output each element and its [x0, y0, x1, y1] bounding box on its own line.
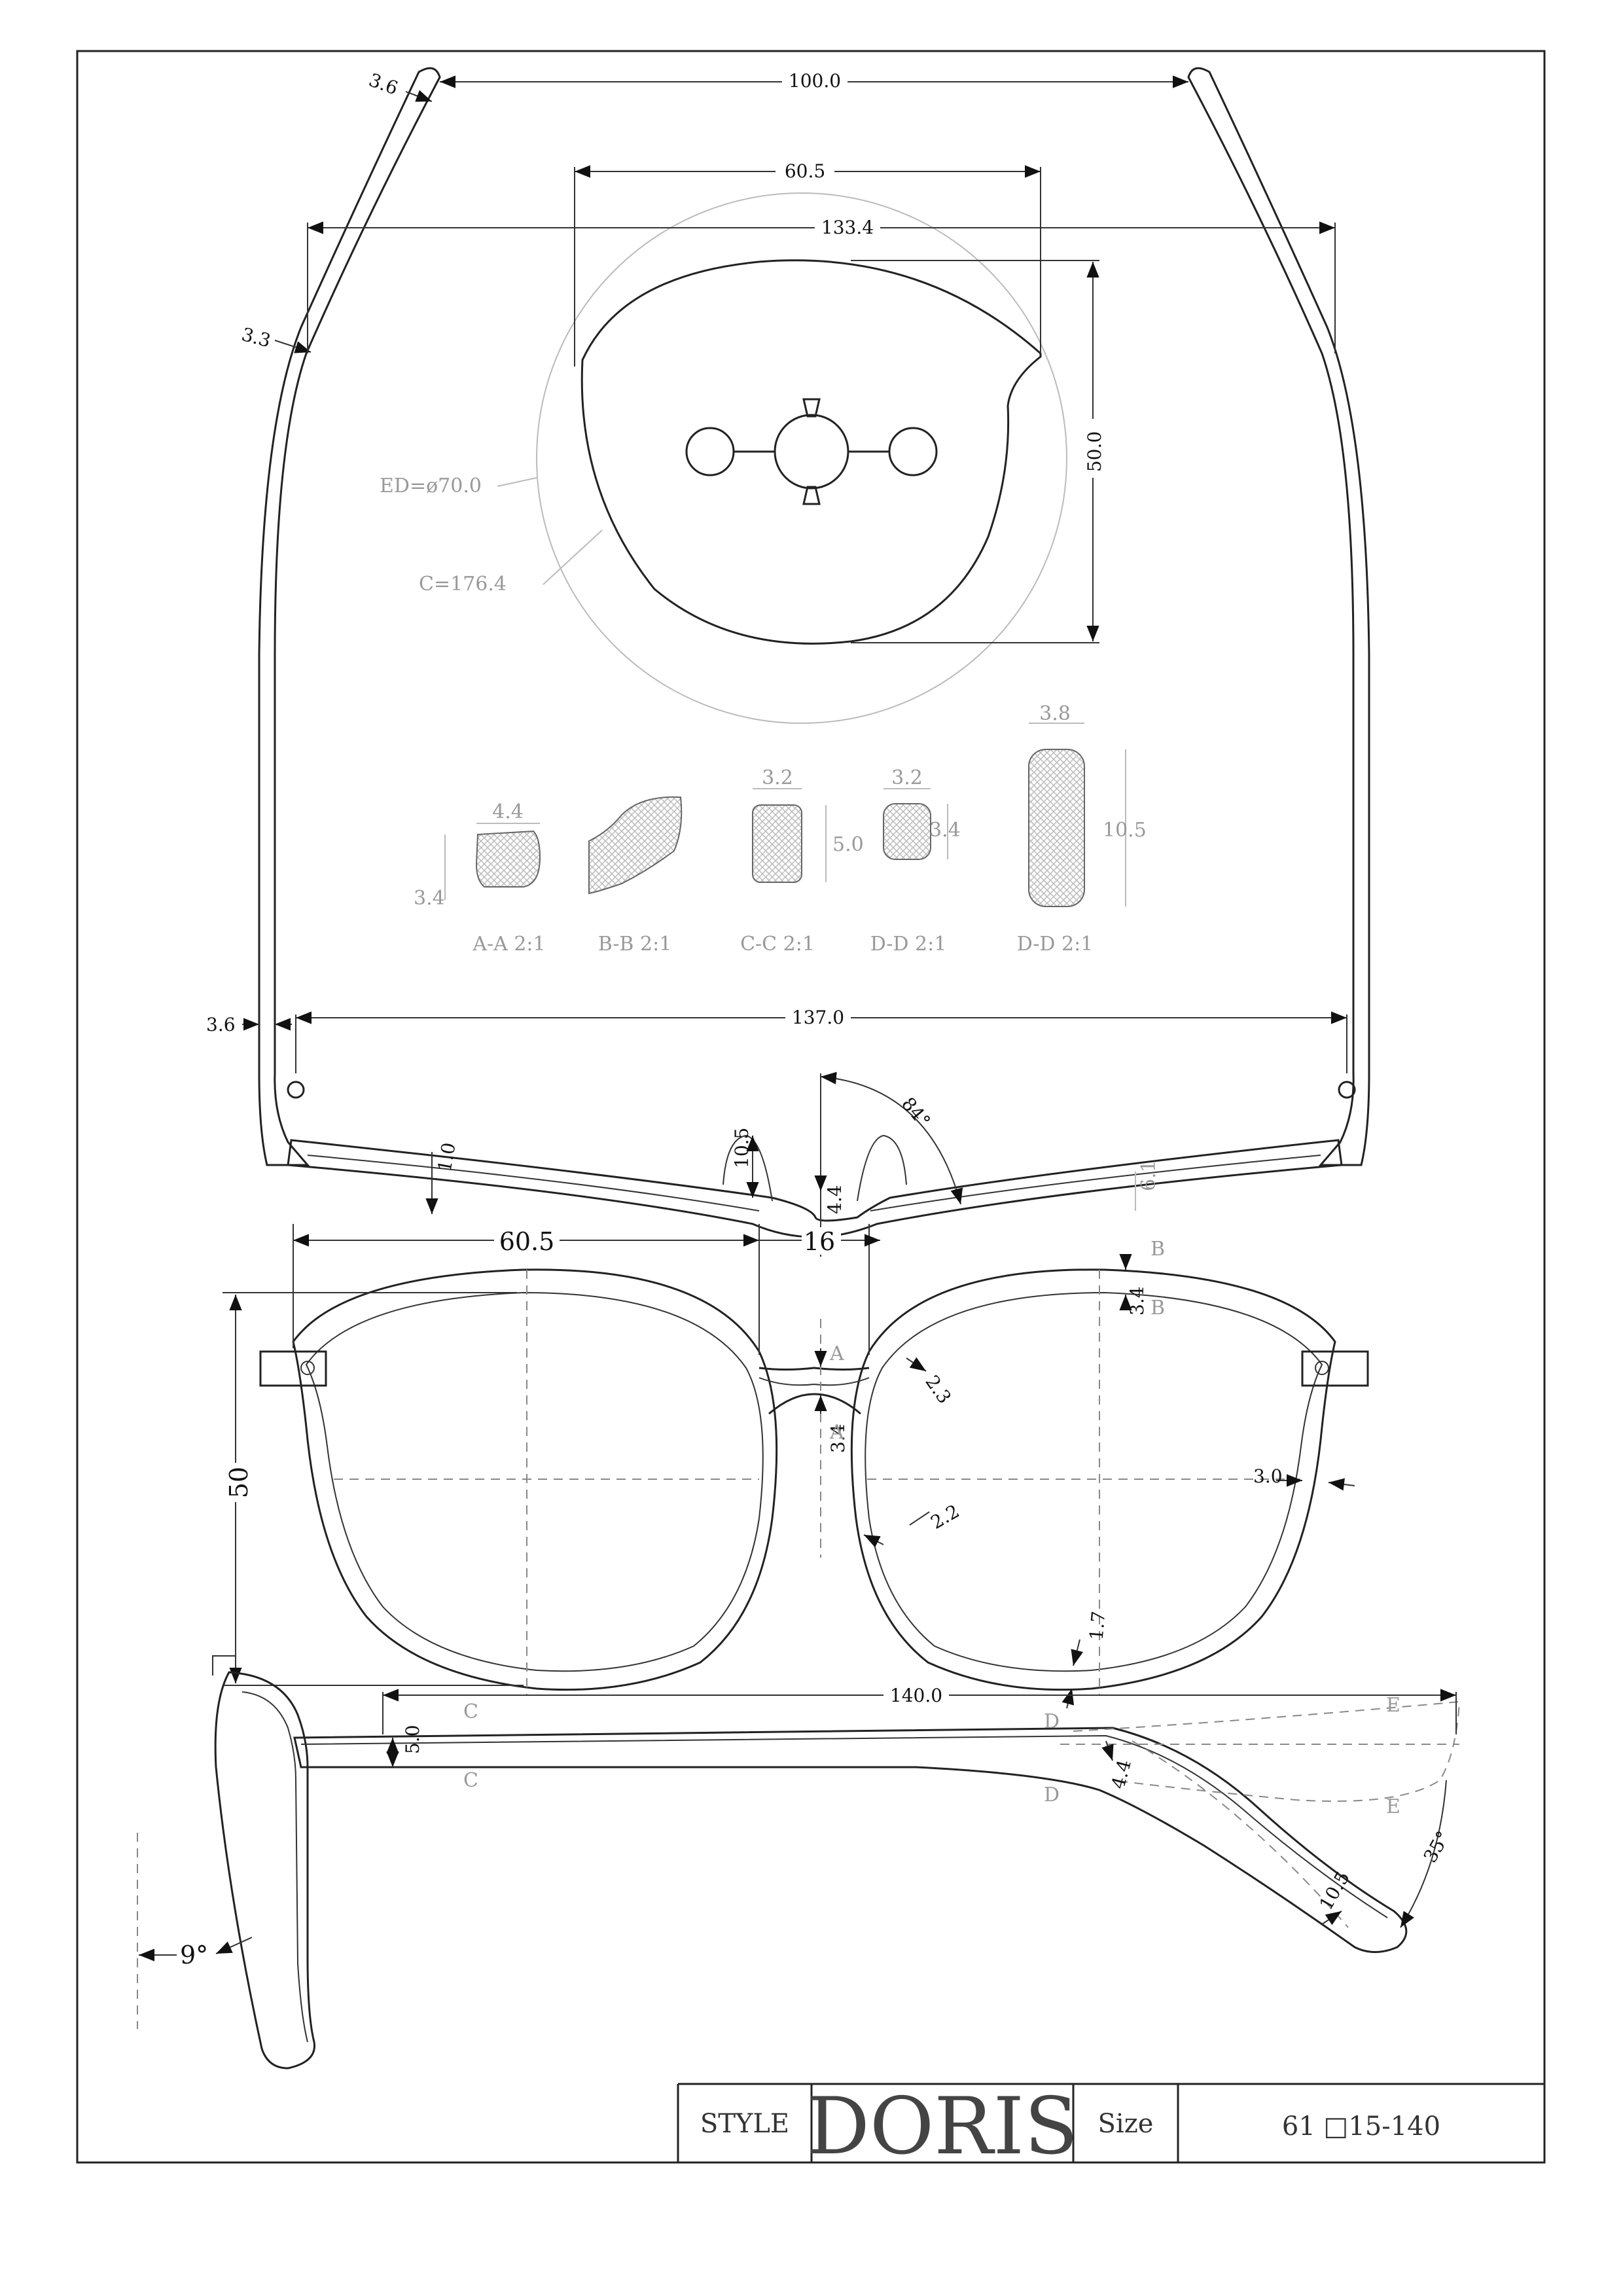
lens-hole-right: [888, 427, 938, 476]
hinge-left-top: [287, 1081, 305, 1099]
section-marker-a-lower: A: [829, 1421, 844, 1444]
bridge-front: [768, 1393, 861, 1415]
effective-diameter-label: ED=ø70.0: [380, 475, 482, 497]
section-marker-c-upper: C: [463, 1700, 478, 1723]
temple-thickness-mid-dim: 3.3: [240, 323, 274, 351]
section-d-d-small-shape: [883, 803, 931, 860]
front-view: 60.5 16 50 3.4 2.3 3.4 3.0 2.2 1.7: [223, 1224, 1369, 1709]
right-rim-outer: [850, 1268, 1336, 1691]
rim-lower-diag-dim: 2.2: [927, 1500, 963, 1534]
effective-diameter-circle: [536, 192, 1067, 724]
section-d-d-small-height: 3.4: [929, 819, 961, 842]
size-label: Size: [1098, 2109, 1154, 2139]
rim-bottom-dim: 1.7: [1086, 1610, 1110, 1641]
section-marker-d-lower: D: [1044, 1784, 1060, 1806]
circumference-label: C=176.4: [419, 573, 507, 596]
temple-length-dim: 140.0: [890, 1685, 942, 1706]
section-marker-d-upper: D: [1044, 1710, 1060, 1733]
temple-thickness-top-dim: 3.6: [366, 69, 401, 99]
bridge-angle-dim: 84°: [897, 1093, 935, 1132]
rim-top-dim: 3.4: [1126, 1286, 1148, 1316]
right-end-piece: [1301, 1350, 1369, 1387]
inner-width-dim: 137.0: [792, 1007, 844, 1028]
lens-shape-view: 60.5 133.4 50.0 ED=ø70.0 C=176.4: [307, 159, 1336, 724]
section-b-b-shape: [588, 796, 683, 895]
left-temple-top: [258, 67, 441, 1166]
section-marker-e-lower: E: [1386, 1795, 1400, 1818]
bridge-width-dim: 16: [804, 1227, 835, 1256]
temple-ghost-outline: [1073, 1700, 1461, 1802]
left-end-piece: [259, 1350, 327, 1387]
right-temple-top: [1187, 67, 1370, 1166]
section-marker-b-lower: B: [1150, 1297, 1165, 1319]
section-c-c-shape: [752, 804, 802, 883]
top-view: 100.0 3.6 3.3 3.6 137.0 84° 1.0 10.5 4.4…: [206, 67, 1370, 1257]
section-c-c-height: 5.0: [832, 833, 864, 856]
lens-center-hub: [774, 414, 849, 490]
section-marker-b-upper: B: [1150, 1238, 1165, 1261]
section-marker-e-upper: E: [1386, 1694, 1400, 1717]
tip-angle-dim: 35°: [1419, 1827, 1454, 1866]
section-marker-a-upper: A: [829, 1342, 844, 1365]
hinge-right-top: [1338, 1081, 1356, 1099]
lens-hole-left: [685, 427, 735, 476]
section-a-a-width: 4.4: [492, 800, 524, 823]
section-a-a-height: 3.4: [414, 887, 445, 910]
frame-width-dim: 133.4: [821, 217, 874, 238]
lens-width-dim: 60.5: [785, 160, 825, 182]
section-d-d-large-height: 10.5: [1103, 819, 1147, 842]
size-value: 61 □15-140: [1282, 2111, 1440, 2142]
temple-side: [293, 1727, 1408, 1953]
title-block: STYLE DORIS Size 61 □15-140: [677, 2081, 1544, 2172]
section-b-b-label: B-B 2:1: [598, 933, 672, 956]
side-view: 140.0 5.0 4.4 10.5 35° 9° C C D D E E: [137, 1655, 1461, 2070]
section-a-a-shape: [475, 830, 541, 888]
rim-side-dim: 3.0: [1253, 1465, 1283, 1487]
pad-depth-dim: 10.5: [731, 1128, 753, 1168]
section-d-d-small-label: D-D 2:1: [870, 933, 947, 956]
section-c-c-width: 3.2: [762, 766, 793, 789]
section-d-d-large-shape: [1028, 749, 1085, 907]
end-thickness-dim: 6.1: [1137, 1160, 1160, 1191]
section-marker-c-lower: C: [463, 1769, 478, 1792]
front-rim-side: [214, 1671, 315, 2070]
bridge-thickness-dim: 4.4: [824, 1185, 846, 1214]
cross-sections: 4.4 3.4 A-A 2:1 B-B 2:1 3.2 5.0 C-C 2:1 …: [414, 702, 1147, 956]
hinge-thickness-dim: 3.6: [206, 1014, 236, 1035]
temple-thin-dim: 4.4: [1107, 1757, 1135, 1791]
rim-bridge-diag-dim: 2.3: [921, 1371, 955, 1407]
section-a-a-label: A-A 2:1: [472, 933, 545, 956]
temple-spread-dim: 100.0: [789, 70, 841, 92]
section-d-d-large-width: 3.8: [1039, 702, 1071, 725]
section-c-c-label: C-C 2:1: [740, 933, 815, 956]
drawing-border: [76, 50, 1546, 2164]
nose-pad-left-top: [722, 1134, 773, 1202]
style-name: DORIS: [807, 2081, 1079, 2172]
left-rim-outer: [292, 1268, 778, 1691]
lens-outline: [580, 259, 1042, 645]
section-d-d-small-width: 3.2: [891, 766, 923, 789]
nose-pad-right-top: [857, 1134, 907, 1202]
temple-height-dim: 5.0: [402, 1725, 423, 1754]
bridge-height-dim: 3.4: [827, 1424, 849, 1453]
lens-height-dim: 50.0: [1084, 431, 1105, 472]
pantoscopic-angle-dim: 9°: [180, 1941, 208, 1969]
section-d-d-large-label: D-D 2:1: [1017, 933, 1094, 956]
tip-width-dim: 10.5: [1315, 1867, 1354, 1913]
front-lens-width-dim: 60.5: [499, 1227, 555, 1256]
style-label: STYLE: [700, 2109, 789, 2139]
front-lens-height-dim: 50: [224, 1467, 253, 1498]
rim-thickness-dim: 1.0: [434, 1141, 460, 1174]
